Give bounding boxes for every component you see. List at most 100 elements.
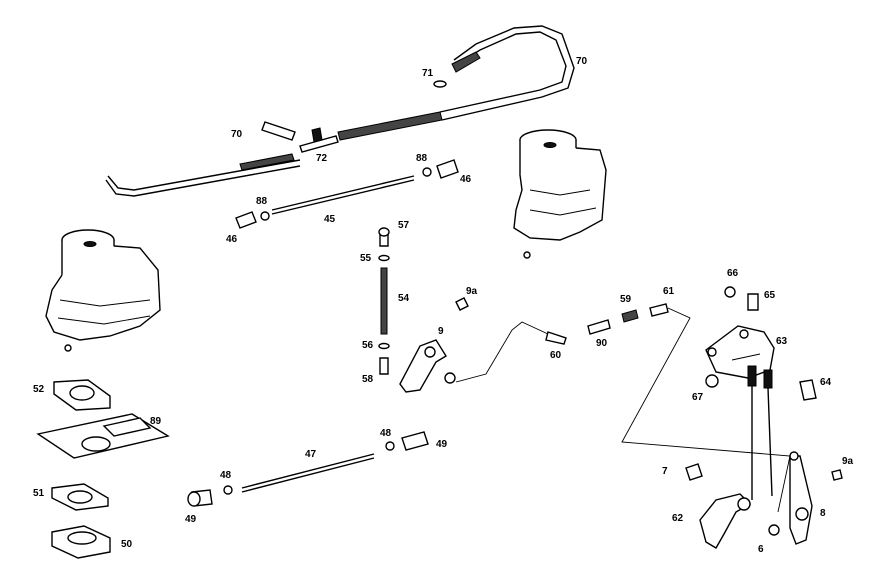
gasket-51-hole [67,490,93,504]
balance-pipe-right-outer [439,31,567,113]
carb-right-detail-2 [529,207,597,216]
label-48-left: 48 [220,470,232,481]
carb-left-detail-1 [59,299,151,307]
washer-66 [724,286,736,298]
label-46-left: 46 [226,234,238,245]
washer-55 [378,254,390,262]
vertical-link-assembly [378,227,469,393]
bracket-63-hole-top [739,329,749,339]
bracket-63-assembly [705,286,817,500]
label-90: 90 [596,338,608,349]
label-46-right: 46 [460,174,472,185]
ball-joint-61 [649,303,669,317]
connector-60 [545,331,567,345]
label-52: 52 [33,384,45,395]
rod-45 [271,179,415,215]
label-51: 51 [33,488,45,499]
hose-section-left [239,153,295,171]
nut-48-right [385,441,395,451]
lever-shaft-line-2 [767,387,773,497]
t-piece-72 [299,135,339,153]
label-8: 8 [820,508,826,519]
rod-45-edge [271,175,415,211]
nut-88-left [260,211,270,221]
washer-71 [433,80,447,88]
lever-8-pivot [795,507,809,521]
label-88-right: 88 [416,153,428,164]
carb-left-throat [83,241,97,247]
part-number-labels: 70 71 70 72 88 46 88 46 45 57 55 54 56 5… [33,56,854,555]
stud-63-left [747,365,757,387]
label-89: 89 [150,416,162,427]
label-56: 56 [362,340,374,351]
balance-pipe-right-inner [441,25,575,121]
pin-57-head [378,227,390,237]
bracket-63 [705,325,775,379]
lever-9-end [444,372,456,384]
label-59: 59 [620,294,632,305]
bolt-64 [799,379,817,401]
rod-47-assembly [187,431,429,507]
nut-6 [768,524,780,536]
ball-joint-46-right [436,159,459,179]
carburettor-right [513,129,607,259]
balance-pipe-left-outer [107,159,301,191]
spring-59 [621,309,639,323]
gasket-stack [36,379,170,559]
adjuster-90 [587,319,611,335]
label-57: 57 [398,220,410,231]
label-67: 67 [692,392,704,403]
linkage-line-lower [621,307,791,513]
label-66: 66 [727,268,739,279]
carb-left-screw [64,344,72,352]
carb-left-detail-2 [57,315,151,325]
label-47: 47 [305,449,317,460]
lever-9-pivot [424,346,436,358]
lever-9 [399,339,447,393]
carb-right-detail-1 [529,189,591,196]
nut-67 [705,374,719,388]
ball-joint-46-left [235,211,257,229]
label-70-top: 70 [576,56,588,67]
balance-pipe-assembly [105,25,575,197]
rod-47 [241,453,375,489]
label-49-right: 49 [436,439,448,450]
heat-shield-89-hole [81,436,111,452]
pin-58 [379,357,389,375]
bracket-63-hole-left [707,347,717,357]
ball-joint-49-left-cap [187,491,201,507]
heat-shield-89-tab [102,417,152,437]
lower-lever-assembly [685,451,843,549]
label-72: 72 [316,153,328,164]
lever-8-top [789,451,799,461]
label-7: 7 [662,466,668,477]
washer-56 [378,342,390,350]
carb-right-float-chamber [513,147,607,241]
carb-right-screw [523,251,531,259]
label-55: 55 [360,253,372,264]
label-70-left: 70 [231,129,243,140]
label-48-right: 48 [380,428,392,439]
nut-48-left [223,485,233,495]
hose-stub-70 [261,121,296,141]
label-49-left: 49 [185,514,197,525]
label-60: 60 [550,350,562,361]
label-71: 71 [422,68,434,79]
heat-shield-89 [36,413,170,459]
label-9a-lower: 9a [842,456,854,467]
hose-end-71 [451,51,481,73]
label-54: 54 [398,293,410,304]
nut-88-right [422,167,432,177]
label-50: 50 [121,539,133,550]
rod-54 [380,267,388,335]
ball-joint-49-right [401,431,429,451]
linkage-line-upper [455,321,549,383]
label-9a-upper: 9a [466,286,478,297]
clip-9a-upper [455,297,469,311]
bush-7 [685,463,703,481]
balance-pipe-left-inner [105,165,301,197]
label-88-left: 88 [256,196,268,207]
label-9: 9 [438,326,444,337]
